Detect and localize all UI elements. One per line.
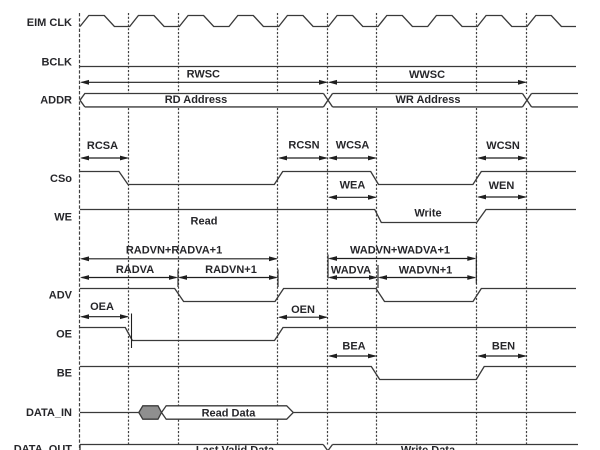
svg-text:Read Data: Read Data	[202, 408, 257, 420]
svg-text:Last Valid Data: Last Valid Data	[196, 445, 275, 450]
svg-text:DATA_OUT: DATA_OUT	[14, 443, 73, 450]
svg-text:WWSC: WWSC	[409, 69, 445, 81]
svg-text:BCLK: BCLK	[41, 56, 72, 68]
svg-text:WADVN+1: WADVN+1	[399, 265, 453, 277]
svg-text:RD Address: RD Address	[165, 94, 228, 106]
svg-text:RADVA: RADVA	[116, 264, 154, 276]
svg-text:DATA_IN: DATA_IN	[26, 407, 72, 419]
svg-text:OE: OE	[56, 329, 72, 341]
svg-text:OEA: OEA	[90, 301, 114, 313]
svg-text:BEA: BEA	[342, 341, 365, 353]
svg-text:ADDR: ADDR	[40, 95, 72, 107]
svg-text:CSo: CSo	[50, 173, 72, 185]
svg-text:WADVN+WADVA+1: WADVN+WADVA+1	[350, 245, 450, 257]
svg-text:RCSN: RCSN	[288, 140, 319, 152]
svg-text:WEN: WEN	[489, 180, 515, 192]
svg-text:WE: WE	[54, 212, 72, 224]
svg-text:WADVA: WADVA	[331, 265, 371, 277]
svg-text:Read: Read	[191, 216, 218, 228]
svg-text:Write: Write	[414, 208, 441, 220]
svg-text:WR Address: WR Address	[396, 94, 461, 106]
svg-text:EIM CLK: EIM CLK	[27, 17, 72, 29]
svg-text:RCSA: RCSA	[87, 140, 118, 152]
svg-text:OEN: OEN	[291, 304, 315, 316]
svg-text:RADVN+RADVA+1: RADVN+RADVA+1	[126, 245, 222, 257]
svg-text:WCSN: WCSN	[486, 140, 520, 152]
svg-text:RADVN+1: RADVN+1	[205, 264, 257, 276]
svg-text:WCSA: WCSA	[336, 140, 370, 152]
svg-text:BE: BE	[57, 368, 72, 380]
svg-text:Write Data: Write Data	[401, 445, 456, 450]
svg-text:BEN: BEN	[492, 341, 515, 353]
svg-text:ADV: ADV	[49, 290, 73, 302]
svg-text:RWSC: RWSC	[187, 69, 220, 81]
svg-text:WEA: WEA	[340, 180, 366, 192]
